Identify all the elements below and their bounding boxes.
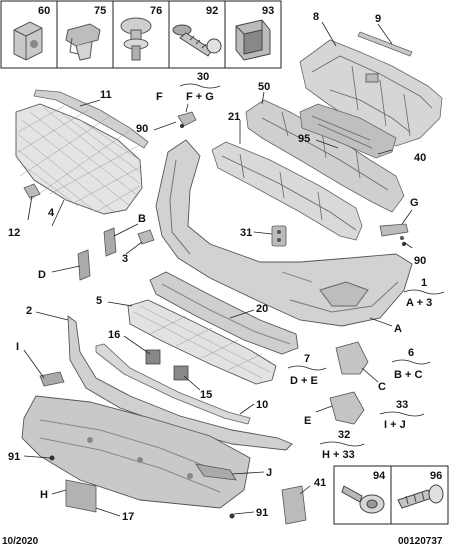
callout-9: 9 <box>375 13 381 25</box>
part-f-clip <box>177 111 197 127</box>
part-8-upper-carrier <box>299 39 443 147</box>
callout-b: B <box>138 213 146 225</box>
callout-17: 17 <box>122 511 134 523</box>
screw-90-a <box>180 124 184 128</box>
push-clip-icon <box>65 23 101 61</box>
kit-32: 32 H + 33 <box>319 429 365 461</box>
part-3-plug <box>137 229 155 245</box>
part-21-impact-beam <box>211 141 363 241</box>
kit-7: 7 D + E <box>287 353 327 387</box>
callout-91b: 91 <box>256 507 268 519</box>
part-a-bumper-cover <box>155 139 413 327</box>
part-j-bracket <box>195 463 237 481</box>
callout-5: 5 <box>96 295 102 307</box>
callout-16: 16 <box>108 329 120 341</box>
screw-icon <box>172 24 222 57</box>
leader-lines <box>23 21 413 517</box>
part-9-strip <box>357 31 413 57</box>
grommet-icon <box>235 19 271 61</box>
callout-e: E <box>304 415 311 427</box>
callout-i: I <box>16 341 19 353</box>
ref-76: 76 <box>150 5 162 17</box>
part-41-plate <box>281 485 307 525</box>
part-31-sensor-bracket <box>271 225 287 247</box>
callout-a: A <box>394 323 402 335</box>
part-b-bracket <box>103 227 117 257</box>
callout-2: 2 <box>26 305 32 317</box>
callout-31: 31 <box>240 227 252 239</box>
washer-screw-icon <box>341 485 385 514</box>
kit-30: 30 F + G <box>179 71 221 103</box>
kit-30-number: 30 <box>197 71 209 83</box>
part-h-undertray <box>21 395 251 509</box>
rivet-icon <box>120 17 152 61</box>
part-c-fog-cover <box>335 341 369 375</box>
callout-90a: 90 <box>136 123 148 135</box>
ref-94: 94 <box>373 470 386 482</box>
part-50-upper-beam <box>245 99 405 213</box>
callout-91a: 91 <box>8 451 20 463</box>
callout-3: 3 <box>122 253 128 265</box>
part-4-grille <box>15 103 143 215</box>
callout-d: D <box>38 269 46 281</box>
callout-11: 11 <box>100 89 112 101</box>
footer-date: 10/2020 <box>2 536 39 547</box>
kit-6: 6 B + C <box>391 347 431 381</box>
part-d-bracket <box>77 249 91 281</box>
part-12-bracket <box>23 183 41 199</box>
part-20-lower-support <box>149 271 299 355</box>
ref-60: 60 <box>38 5 50 17</box>
ref-96: 96 <box>430 470 442 482</box>
part-e-fog-cover <box>329 391 365 425</box>
part-40-bracket <box>299 103 397 159</box>
kit-7-number: 7 <box>304 353 310 365</box>
part-g-clip <box>379 223 409 240</box>
kit-32-contents: H + 33 <box>322 449 355 461</box>
callout-c: C <box>378 381 386 393</box>
callout-4: 4 <box>48 207 55 219</box>
part-17-plate <box>65 479 97 513</box>
screw-91-b <box>229 513 235 519</box>
kit-30-contents: F + G <box>186 91 214 103</box>
kit-1-contents: A + 3 <box>406 297 432 309</box>
part-i-bracket <box>39 371 65 387</box>
callout-40: 40 <box>414 152 426 164</box>
ref-92: 92 <box>206 5 218 17</box>
callout-50: 50 <box>258 81 270 93</box>
callout-20: 20 <box>256 303 268 315</box>
callout-f: F <box>156 91 163 103</box>
callout-41: 41 <box>314 477 326 489</box>
part-2-lower-lip <box>67 315 293 451</box>
callout-h: H <box>40 489 48 501</box>
kit-1: 1 A + 3 <box>403 277 445 309</box>
callout-8: 8 <box>313 11 319 23</box>
self-tapping-screw-icon <box>397 484 444 509</box>
kit-7-contents: D + E <box>290 375 318 387</box>
callout-10: 10 <box>256 399 268 411</box>
ref-75: 75 <box>94 5 106 17</box>
kit-6-contents: B + C <box>394 369 422 381</box>
callout-12: 12 <box>8 227 20 239</box>
kit-32-number: 32 <box>338 429 350 441</box>
callout-21: 21 <box>228 111 240 123</box>
callout-g: G <box>410 197 419 209</box>
kit-33: 33 I + J <box>379 399 425 431</box>
footer-code: 00120737 <box>398 536 443 547</box>
screw-91-a <box>49 455 55 461</box>
part-10-strip <box>95 343 251 425</box>
callout-j: J <box>266 467 272 479</box>
kit-6-number: 6 <box>408 347 414 359</box>
kit-33-contents: I + J <box>384 419 406 431</box>
callout-95: 95 <box>298 133 310 145</box>
clip-nut-icon <box>13 21 43 61</box>
callout-90b: 90 <box>414 255 426 267</box>
ref-93: 93 <box>262 5 274 17</box>
callout-labels: 8 9 11 50 F 90 21 95 40 G 90 31 4 12 B 3… <box>8 11 426 523</box>
kit-33-number: 33 <box>396 399 408 411</box>
callout-15: 15 <box>200 389 212 401</box>
part-16-trim <box>145 349 161 365</box>
part-5-lower-grille <box>127 299 277 385</box>
kit-1-number: 1 <box>421 277 427 289</box>
